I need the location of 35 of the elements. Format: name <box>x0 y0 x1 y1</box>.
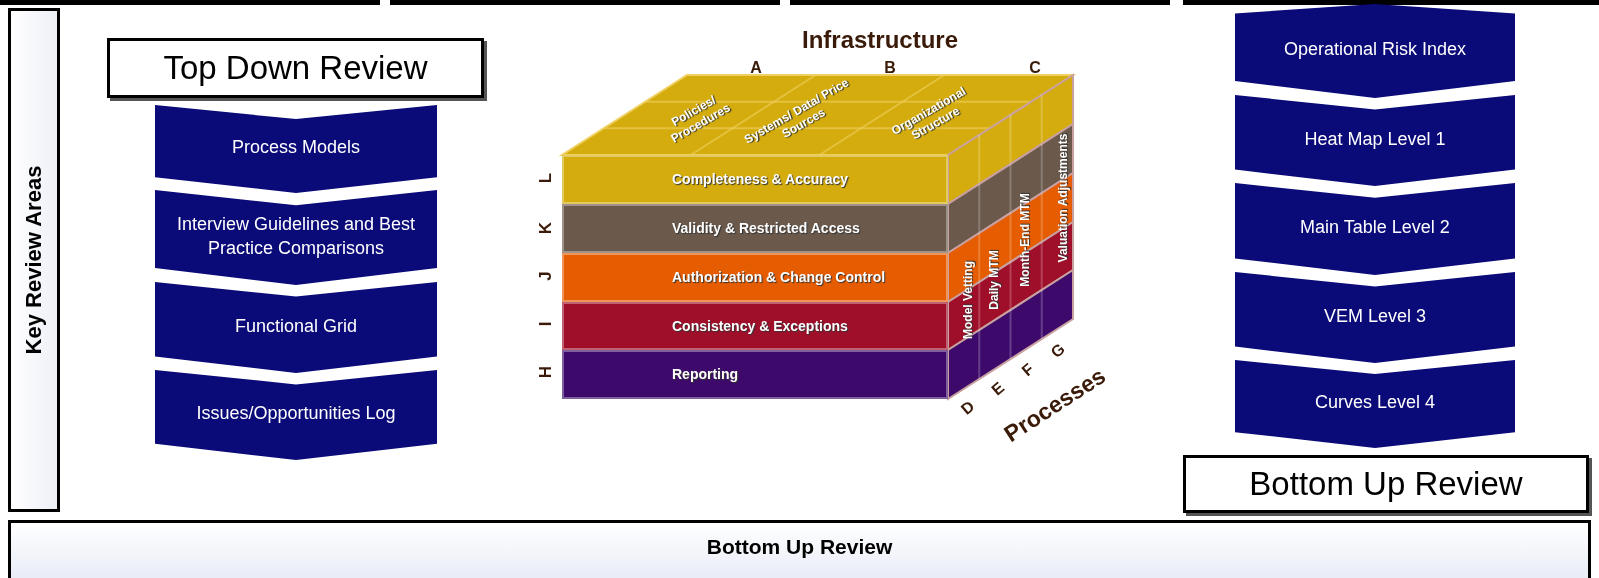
column-letter: C <box>1029 59 1041 77</box>
heading-box: Bottom Up Review <box>1183 455 1589 513</box>
face-label: Model Vetting <box>961 261 975 339</box>
layer-band: Reporting <box>562 350 948 399</box>
row-letter: K <box>536 221 556 235</box>
layer-band: Completeness & Accuracy <box>562 155 948 204</box>
chevron-step: Process Models <box>155 105 437 193</box>
row-letter: L <box>536 172 556 184</box>
chevron-step: Operational Risk Index <box>1235 4 1515 98</box>
heading-box: Top Down Review <box>107 38 484 98</box>
chevron-step: Functional Grid <box>155 282 437 373</box>
chevron-step: Curves Level 4 <box>1235 360 1515 448</box>
axis-title: Infrastructure <box>802 26 958 54</box>
face-label: Valuation Adjustments <box>1056 133 1070 263</box>
process-letter: D <box>957 397 979 419</box>
row-letter: I <box>536 321 556 327</box>
chevron-step: Issues/Opportunities Log <box>155 370 437 460</box>
process-letter: G <box>1047 340 1069 362</box>
column-letter: B <box>884 59 896 77</box>
chevron-step: Heat Map Level 1 <box>1235 95 1515 186</box>
layer-band: Validity & Restricted Access <box>562 204 948 253</box>
face-label: Month-End MTM <box>1018 193 1032 287</box>
chevron-step: Interview Guidelines and Best Practice Comparisons <box>155 190 437 285</box>
chevron-step: VEM Level 3 <box>1235 272 1515 363</box>
footer-bar: Bottom Up Review <box>8 520 1591 578</box>
row-letter: J <box>536 271 556 281</box>
sidebar-panel <box>8 8 60 512</box>
row-letter: H <box>536 365 556 379</box>
face-label: Daily MTM <box>987 250 1001 310</box>
layer-band: Consistency & Exceptions <box>562 302 948 350</box>
layer-band: Authorization & Change Control <box>562 253 948 302</box>
sidebar-title: Key Review Areas <box>21 165 47 355</box>
process-letter: E <box>988 378 1008 399</box>
column-letter: A <box>750 59 762 77</box>
chevron-step: Main Table Level 2 <box>1235 183 1515 275</box>
